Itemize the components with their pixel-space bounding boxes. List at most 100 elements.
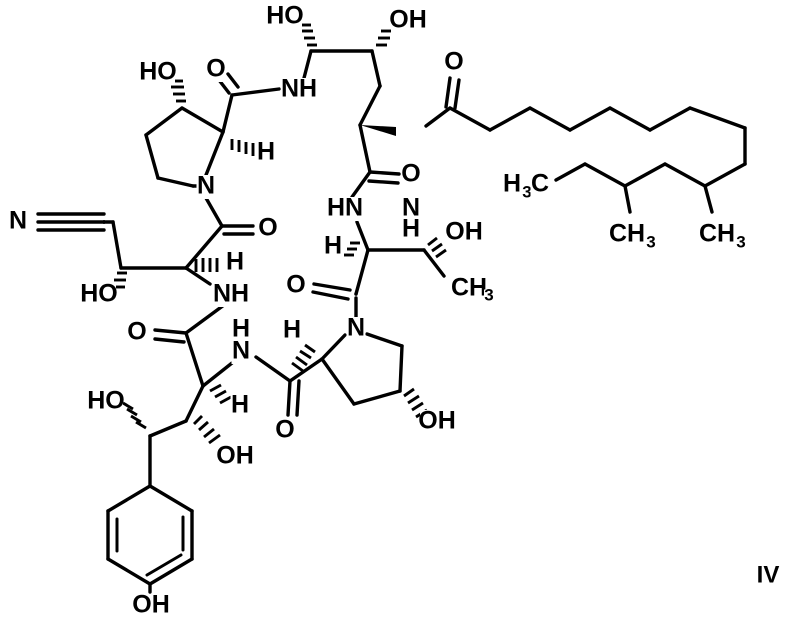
- hydroxyproline-ring-2: [291, 296, 428, 419]
- atom-label-backdrop: [275, 419, 295, 443]
- atom-label-backdrop: [258, 217, 278, 241]
- atom-label-backdrop: [502, 173, 522, 197]
- atom-label-thr_alpha_h: H: [324, 232, 342, 260]
- atom-label-tyr_alpha_h: H: [231, 391, 249, 419]
- hashed-wedge-h-cyano: [194, 258, 219, 272]
- hashed-wedge-h-hyp1: [230, 139, 255, 156]
- atom-label-backdrop: [218, 445, 252, 469]
- atom-label-backdrop: [225, 251, 245, 275]
- hashed-wedge-h-thr: [344, 241, 360, 257]
- atom-label-acyl_o: O: [444, 48, 463, 76]
- atom-label-backdrop: [8, 210, 28, 234]
- atom-label-phenol_oh: OH: [132, 591, 170, 619]
- atom-label-backdrop: [391, 9, 425, 33]
- atom-label-tail_ch3_a: CH: [609, 220, 645, 248]
- atom-label-hyp_alpha_h: H: [257, 138, 275, 166]
- atom-label-hyp_amide_o: O: [206, 55, 225, 83]
- acyl-amide: [424, 76, 461, 128]
- atom-label-tyr_nh_n: N: [232, 337, 250, 365]
- atom-label-orn_nh_n: N: [402, 194, 420, 222]
- atom-label-thr_oh: OH: [445, 218, 483, 246]
- atom-label-backdrop: [420, 410, 454, 434]
- atom-label-backdrop: [452, 277, 486, 301]
- atom-label-backdrop: [522, 186, 532, 200]
- hashed-wedge-h-hyp2: [291, 343, 316, 373]
- atom-label-amide_nh_left: NH: [213, 280, 249, 308]
- hashed-wedge-oh-tyr-gamma: [192, 414, 221, 445]
- atom-label-backdrop: [127, 321, 147, 345]
- atom-label-backdrop: [256, 141, 276, 165]
- tyr-nh-to-pro2: [254, 355, 324, 417]
- atom-label-pro2_carbonyl_o: O: [275, 416, 294, 444]
- atom-label-left_amide_o: O: [127, 318, 146, 346]
- threonine-residue: [311, 220, 447, 301]
- phenol-ring: [106, 484, 194, 594]
- atom-label-thr_nh: HN: [327, 194, 363, 222]
- atom-label-backdrop: [141, 61, 175, 85]
- atom-label-backdrop: [328, 197, 362, 221]
- ornithine-residue: [350, 49, 401, 199]
- atom-label-tyr_beta_ho: HO: [87, 387, 125, 415]
- atom-label-backdrop: [447, 221, 481, 245]
- atom-label-tail_h3c_sub: 3: [522, 182, 531, 201]
- atom-label-tail_h3c_h: H: [503, 170, 521, 198]
- hashed-wedge-ho-tyr-benzylic: [122, 401, 147, 430]
- atom-label-bb_nh: NH: [281, 75, 317, 103]
- atom-label-backdrop: [214, 283, 248, 307]
- atom-label-backdrop: [444, 51, 464, 75]
- atom-label-backdrop: [89, 390, 123, 414]
- bold-wedge-n-orn: [360, 125, 396, 136]
- atom-label-backdrop: [134, 594, 168, 618]
- atom-label-thr_ch3: CH: [451, 274, 487, 302]
- atom-label-backdrop: [323, 235, 343, 259]
- atom-label-backdrop: [230, 394, 250, 418]
- atom-label-backdrop: [484, 289, 494, 303]
- homotyrosine-residue: [122, 361, 234, 488]
- atom-label-tyr_gamma_oh: OH: [216, 442, 254, 470]
- atom-label-pro2_oh: OH: [418, 407, 456, 435]
- atom-label-cyano_alpha_h: H: [226, 248, 244, 276]
- atom-label-pro2_n: N: [347, 314, 365, 342]
- atom-label-backdrop: [82, 283, 116, 307]
- atom-label-pro2_h: H: [283, 316, 301, 344]
- atom-label-hyp_ring_n: N: [197, 172, 215, 200]
- hashed-wedge-h-tyr: [209, 383, 232, 405]
- atom-label-backdrop: [530, 173, 550, 197]
- atom-label-orn_nh_h: H: [402, 215, 420, 243]
- atom-label-bb_ho_top: HO: [266, 2, 304, 30]
- atom-label-hyp_acyl_o: O: [258, 214, 277, 242]
- atom-label-bb_oh_top: OH: [389, 6, 427, 34]
- atom-label-backdrop: [282, 78, 316, 102]
- atom-label-backdrop: [268, 5, 302, 29]
- atom-label-backdrop: [231, 318, 251, 342]
- atom-label-backdrop: [286, 274, 306, 298]
- atom-label-tail_h3c_c: C: [531, 170, 549, 198]
- atom-label-thr_ch3_sub: 3: [484, 285, 493, 304]
- atom-label-backdrop: [736, 236, 746, 250]
- atom-label-backdrop: [206, 58, 226, 82]
- atom-label-thr_carbonyl_o: O: [286, 271, 305, 299]
- hashed-wedge-ho-hyp1: [169, 79, 186, 103]
- atom-label-tail_ch3_a_sub: 3: [646, 232, 655, 251]
- atom-label-backdrop: [231, 340, 251, 364]
- cyano-residue-alpha: [184, 258, 219, 286]
- left-amide: [153, 303, 226, 388]
- atom-label-hyp_oh_top: HO: [139, 58, 177, 86]
- atom-label-backdrop: [646, 236, 656, 250]
- atom-label-backdrop: [401, 218, 421, 242]
- figure-label: IV: [757, 561, 780, 588]
- atom-label-backdrop: [196, 175, 216, 199]
- atom-label-tail_ch3_b: CH: [699, 220, 735, 248]
- atom-label-nitrile_n: N: [9, 207, 27, 235]
- fatty-acid-chain: [448, 106, 747, 214]
- atom-label-tail_ch3_b_sub: 3: [736, 232, 745, 251]
- hashed-wedge-oh-thr: [427, 236, 447, 259]
- atom-label-tyr_nh_h: H: [232, 315, 250, 343]
- atom-label-backdrop: [401, 163, 421, 187]
- atom-label-backdrop: [610, 223, 644, 247]
- atom-label-backdrop: [401, 197, 421, 221]
- atom-label-backdrop: [282, 319, 302, 343]
